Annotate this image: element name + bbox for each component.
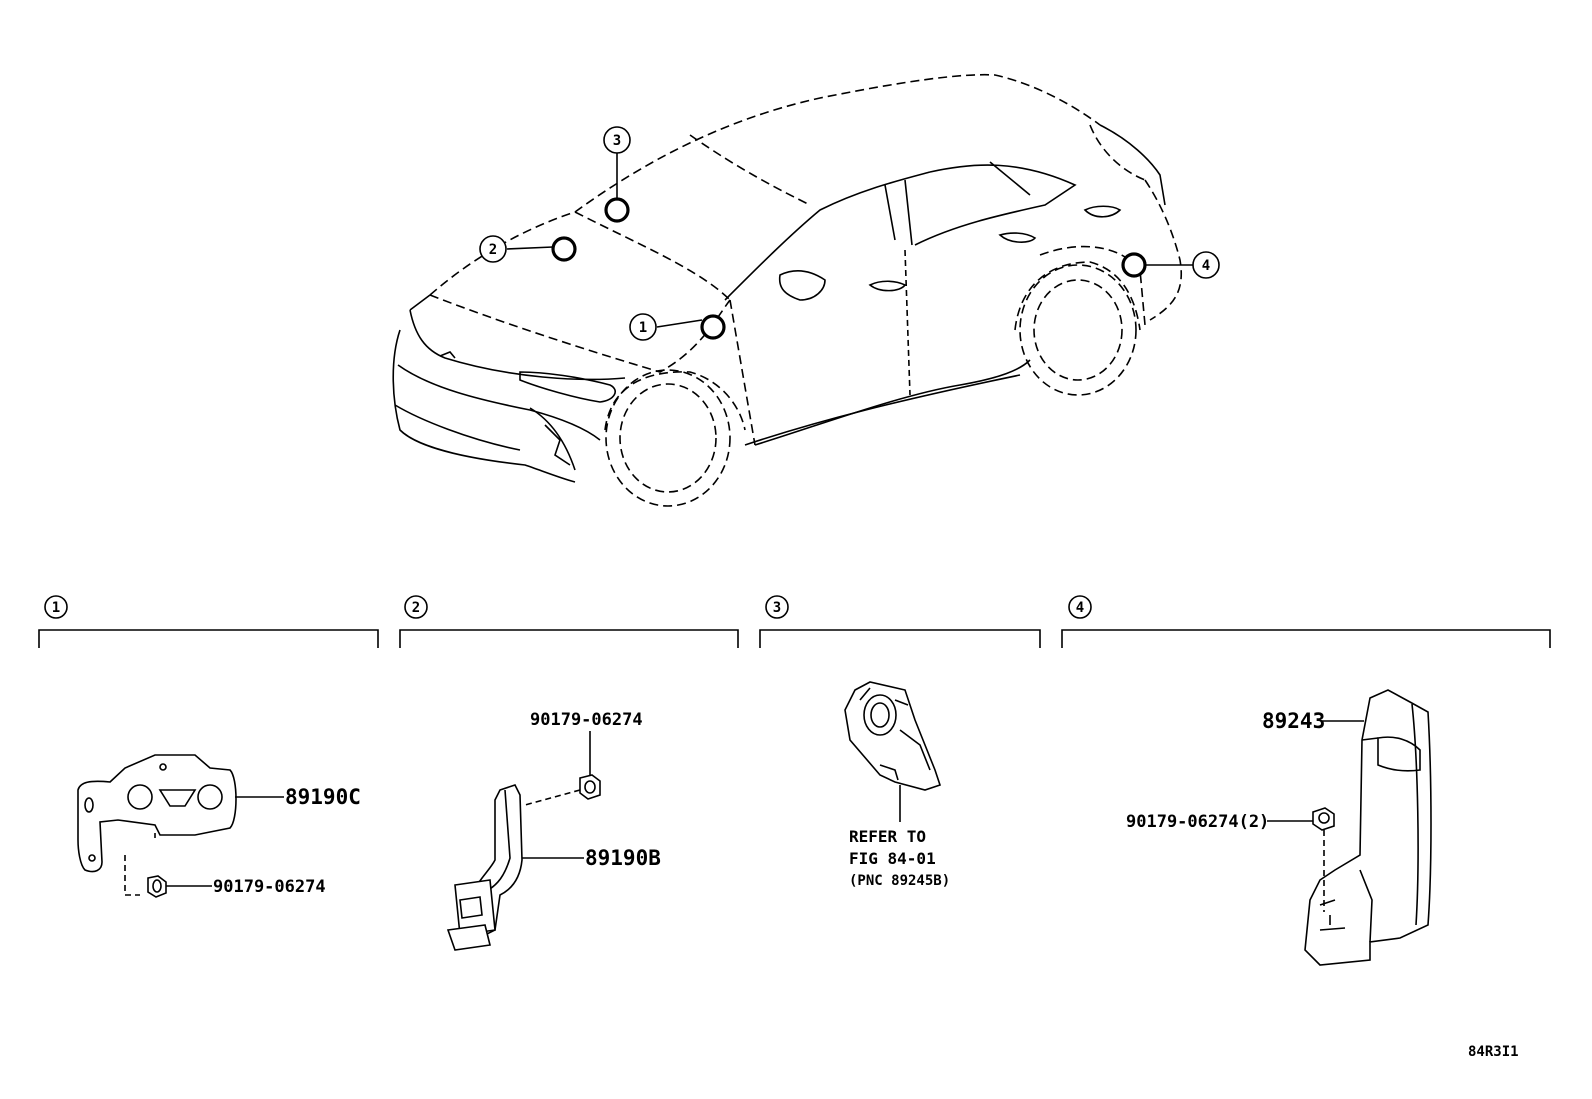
location-marker-2 <box>551 236 577 262</box>
figure-code: 84R3I1 <box>1468 1044 1519 1060</box>
car-callout-3: 3 <box>603 126 631 154</box>
sensor-drawing <box>844 681 942 791</box>
location-marker-4 <box>1121 252 1147 278</box>
svg-text:3: 3 <box>613 133 621 149</box>
svg-text:4: 4 <box>1202 258 1210 274</box>
svg-text:2: 2 <box>489 242 497 258</box>
section-header-4: 4 <box>1061 595 1551 648</box>
location-marker-3 <box>604 197 630 223</box>
cover-89243-drawing <box>1304 689 1432 966</box>
label-sec2-nut: 90179-06274 <box>530 710 643 730</box>
car-callout-1: 1 <box>629 313 657 341</box>
label-sec4-nut: 90179-06274(2) <box>1126 812 1269 832</box>
car-callout-2: 2 <box>479 235 507 263</box>
front-wheel <box>604 369 746 507</box>
bracket-89190c-drawing <box>77 754 237 873</box>
ref-line-3: (PNC 89245B) <box>849 873 950 889</box>
car-callout-4: 4 <box>1192 251 1220 279</box>
svg-text:3: 3 <box>773 600 781 616</box>
section-header-3: 3 <box>759 595 1041 648</box>
section-header-1: 1 <box>38 595 379 648</box>
nut-drawing-2 <box>579 774 601 800</box>
svg-text:4: 4 <box>1076 600 1084 616</box>
section-header-2: 2 <box>399 595 739 648</box>
svg-text:2: 2 <box>412 600 420 616</box>
svg-text:1: 1 <box>639 320 647 336</box>
section-4-parts: 89243 90179-06274(2) <box>1126 689 1432 966</box>
bracket-89190b-drawing <box>446 784 523 951</box>
label-89190c: 89190C <box>285 785 361 809</box>
label-89243: 89243 <box>1262 709 1325 733</box>
rear-wheel <box>1014 261 1141 396</box>
ref-line-1: REFER TO <box>849 827 926 846</box>
section-3-parts: REFER TO FIG 84-01 (PNC 89245B) <box>844 681 950 889</box>
label-89190b: 89190B <box>585 846 661 870</box>
ref-line-2: FIG 84-01 <box>849 849 936 868</box>
car-overview: 1 2 3 4 <box>392 73 1220 507</box>
section-1-parts: 89190C 90179-06274 <box>77 754 361 898</box>
label-sec1-nut: 90179-06274 <box>213 877 326 897</box>
section-2-parts: 90179-06274 89190B <box>446 710 661 951</box>
nut-drawing-1 <box>147 875 167 898</box>
location-marker-1 <box>700 314 726 340</box>
svg-text:1: 1 <box>52 600 60 616</box>
nut-drawing-4 <box>1312 807 1335 831</box>
